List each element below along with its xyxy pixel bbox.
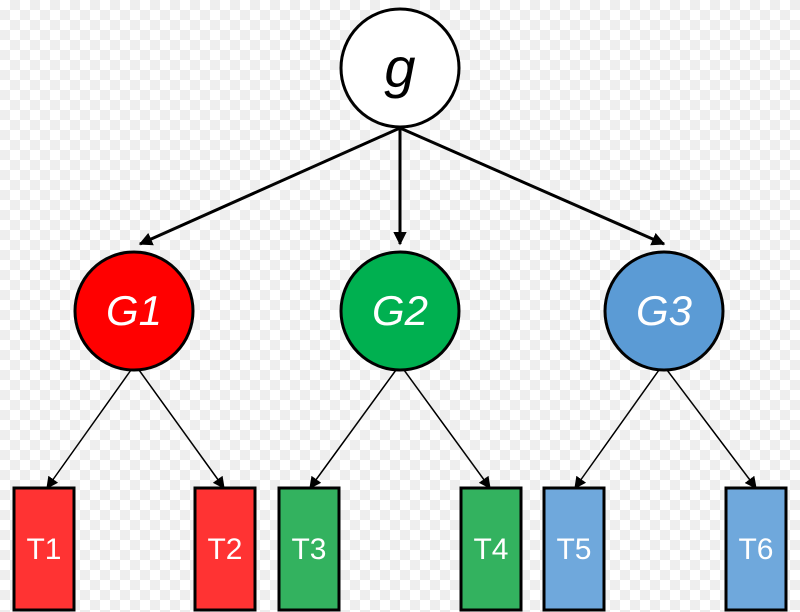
- group-edges: [46, 369, 757, 489]
- leaf-box-t5: [542, 486, 606, 612]
- group-node-g1: G1: [73, 250, 195, 372]
- edge-g2-t4: [403, 369, 491, 489]
- leaf-label-t6: T6: [738, 533, 773, 566]
- group-circle-g2: [339, 250, 461, 372]
- leaf-box-t2: [193, 486, 257, 612]
- leaf-node-t1: T1: [12, 486, 76, 612]
- group-label-g1: G1: [106, 287, 162, 334]
- root-circle: [339, 7, 461, 129]
- leaf-label-t3: T3: [291, 533, 326, 566]
- edge-root-g1: [138, 126, 401, 246]
- group-node-g3: G3: [603, 250, 725, 372]
- leaf-node-t4: T4: [459, 486, 523, 612]
- edge-g3-t5: [574, 369, 660, 489]
- edge-root-g3: [399, 126, 666, 246]
- root-node: g: [339, 7, 461, 129]
- edge-g3-t6: [666, 369, 757, 489]
- group-node-g2: G2: [339, 250, 461, 372]
- root-edges: [138, 126, 666, 246]
- leaf-node-t2: T2: [193, 486, 257, 612]
- leaf-label-t5: T5: [556, 533, 591, 566]
- leaf-node-t5: T5: [542, 486, 606, 612]
- edge-g2-t3: [309, 369, 397, 489]
- group-label-g2: G2: [372, 287, 428, 334]
- edge-g1-t1: [46, 369, 132, 489]
- edge-g1-t2: [138, 369, 225, 489]
- leaf-node-t6: T6: [724, 486, 788, 612]
- leaf-label-t4: T4: [473, 533, 508, 566]
- group-circle-g3: [603, 250, 725, 372]
- group-circle-g1: [73, 250, 195, 372]
- leaf-box-t6: [724, 486, 788, 612]
- leaf-box-t1: [12, 486, 76, 612]
- root-label: g: [384, 36, 415, 99]
- leaf-box-t4: [459, 486, 523, 612]
- leaf-label-t2: T2: [207, 533, 242, 566]
- leaf-box-t3: [277, 486, 341, 612]
- leaf-node-t3: T3: [277, 486, 341, 612]
- leaf-label-t1: T1: [26, 533, 61, 566]
- group-label-g3: G3: [636, 287, 692, 334]
